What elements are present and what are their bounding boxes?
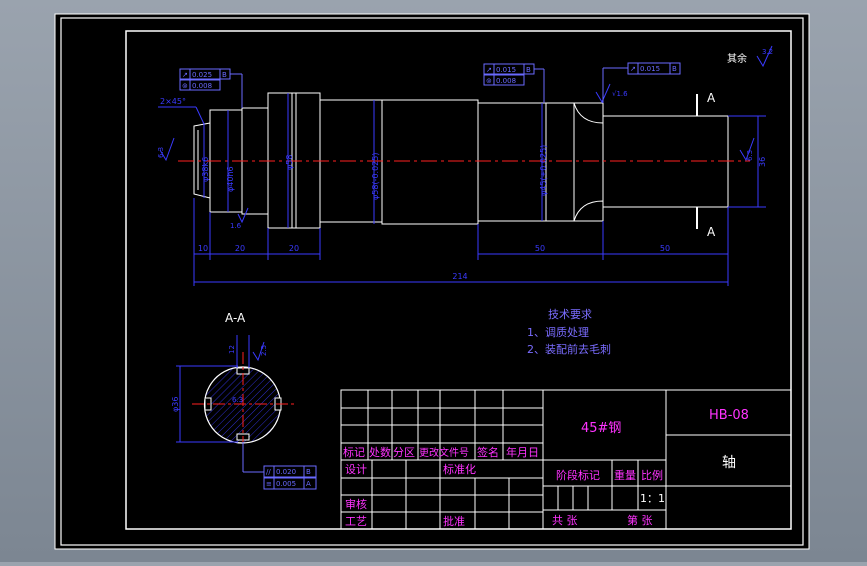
tol-left-symbol-2: ⊚ <box>182 82 188 90</box>
tol-left-symbol-1: ↗ <box>182 71 188 79</box>
tol-section-datum-2: A <box>306 480 311 488</box>
roughness-note-label: 其余 <box>727 52 747 65</box>
title-block-text: 45#钢 HB-08 轴 标记 处数 分区 更改文件号 签名 年月日 设计 标准… <box>343 408 749 528</box>
weight-label: 重量 <box>614 468 636 482</box>
standardize-label: 标准化 <box>443 462 476 476</box>
section-top-dim: 12 <box>228 345 236 354</box>
tech-requirements: 技术要求 1、调质处理 2、装配前去毛刺 <box>527 308 611 356</box>
length-labels: 10 20 20 50 50 214 <box>198 244 670 281</box>
dim-dia-end: φ38k6 <box>201 157 210 182</box>
tol-section-value-1: 0.020 <box>276 468 296 476</box>
chamfer-callout: 2×45° <box>158 97 205 125</box>
roughness-left: 6.3 <box>157 147 165 158</box>
roughness-note-value: 3.2 <box>762 48 773 56</box>
sheet-number: 第 张 <box>627 513 653 527</box>
tolerance-frame-mid: ↗ 0.015 B ⊚ 0.008 <box>483 63 545 103</box>
dim-len-total: 214 <box>452 272 467 281</box>
dim-dia-5: φ45(+0.025) <box>539 145 548 196</box>
approve-label: 批准 <box>443 514 465 528</box>
material-text: 45#钢 <box>581 421 621 436</box>
part-name: 轴 <box>722 455 736 471</box>
design-label: 设计 <box>345 463 367 476</box>
tol-section-symbol-2: ≡ <box>266 480 272 488</box>
tol-right-value: 0.015 <box>640 65 660 73</box>
tol-mid-datum-1: B <box>526 66 531 74</box>
tolerance-frame-right: ↗ 0.015 B <box>602 62 681 103</box>
roughness-marks: 6.3 6.3 1.6 √1.6 <box>157 83 755 230</box>
rev-header-date: 年月日 <box>506 445 539 459</box>
tol-left-datum-1: B <box>222 71 227 79</box>
diameter-dimensions <box>203 93 766 228</box>
dim-len-right: 50 <box>660 244 670 253</box>
section-mark-top: A <box>707 91 716 105</box>
groove-note: √1.6 <box>612 90 628 98</box>
rev-header-count: 处数 <box>369 446 391 459</box>
roughness-mid: 1.6 <box>230 222 242 230</box>
tech-item-2: 2、装配前去毛刺 <box>527 342 611 356</box>
tol-section-value-2: 0.005 <box>276 480 296 488</box>
section-mark-bottom: A <box>707 225 716 239</box>
dim-dia-3: φ58 <box>285 155 294 170</box>
scale-label: 比例 <box>641 468 663 482</box>
chamfer-note: 2×45° <box>160 97 186 106</box>
outer-border <box>60 17 804 546</box>
tech-item-1: 1、调质处理 <box>527 326 589 339</box>
dim-len-2: 20 <box>235 244 245 253</box>
dim-dia-2: φ40h6 <box>226 166 235 192</box>
rev-header-sign: 签名 <box>477 445 499 459</box>
tol-left-value-1: 0.025 <box>192 71 212 79</box>
dim-len-3: 20 <box>289 244 299 253</box>
tech-title: 技术要求 <box>548 308 592 321</box>
section-center-roughness: 6.3 <box>232 396 243 404</box>
dim-dia-right: 36 <box>758 157 767 167</box>
tol-mid-value-1: 0.015 <box>496 66 516 74</box>
scale-value: 1：1 <box>640 492 665 505</box>
roughness-note: 其余 3.2 <box>727 45 773 68</box>
dim-len-mid: 50 <box>535 244 545 253</box>
drawing-number: HB-08 <box>709 408 749 423</box>
tolerance-frame-left: ↗ 0.025 B ⊚ 0.008 <box>179 68 243 108</box>
section-view-aa: A-A φ36 12 2.5 6.3 // 0.020 <box>171 311 317 490</box>
rev-header-mark: 标记 <box>343 445 365 459</box>
section-dia: φ36 <box>171 397 180 412</box>
shaft-bearing-seat <box>477 102 547 222</box>
title-block <box>340 389 792 530</box>
section-title: A-A <box>225 311 246 325</box>
length-dimension-lines <box>193 198 729 286</box>
tol-section-datum-1: B <box>306 468 311 476</box>
dim-dia-4: φ58(-0.025) <box>371 153 380 201</box>
review-label: 审核 <box>345 497 367 511</box>
tol-mid-value-2: 0.008 <box>496 77 516 85</box>
sheets-total: 共 张 <box>552 514 578 527</box>
process-label: 工艺 <box>345 515 367 528</box>
stage-mark-label: 阶段标记 <box>556 468 600 482</box>
section-top-dim-2: 2.5 <box>260 345 268 356</box>
tol-left-value-2: 0.008 <box>192 82 212 90</box>
rev-header-zone: 分区 <box>393 446 415 459</box>
dim-len-1: 10 <box>198 244 208 253</box>
rev-header-file: 更改文件号 <box>419 446 469 459</box>
diameter-labels: φ38k6 φ40h6 φ58 φ58(-0.025) φ45(+0.025) … <box>201 145 767 200</box>
tol-right-symbol: ↗ <box>630 65 636 73</box>
roughness-right: 6.3 <box>746 150 754 161</box>
tol-section-symbol-1: // <box>266 468 271 476</box>
section-cut-marks: A A <box>696 91 716 239</box>
tol-right-datum: B <box>672 65 677 73</box>
tol-mid-symbol-1: ↗ <box>486 66 492 74</box>
tol-mid-symbol-2: ⊚ <box>486 77 492 85</box>
